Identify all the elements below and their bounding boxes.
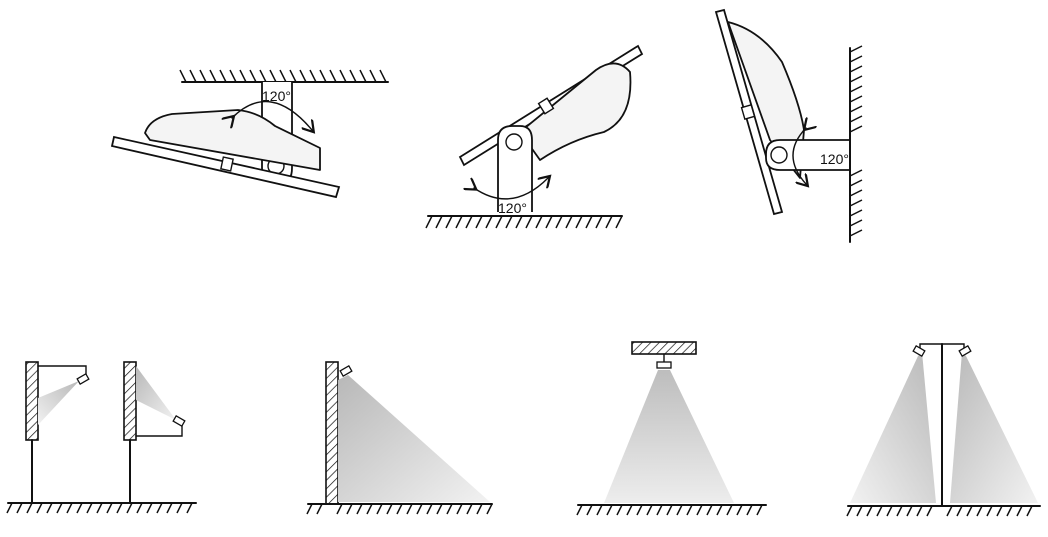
fixture-6-icon [958, 345, 972, 357]
ground-rotation-arrow-icon [474, 178, 548, 200]
ceiling-mount-diagram: 120° [110, 69, 389, 199]
beam-4 [604, 370, 734, 503]
fixture-5-icon [912, 345, 926, 357]
ground-hatching-4 [846, 505, 1033, 517]
beam-6 [950, 352, 1038, 503]
wall-block-2 [123, 361, 137, 441]
ground-hatching-3 [576, 504, 763, 516]
fixture-2-icon [172, 415, 186, 427]
ground-hatching-1 [6, 502, 193, 514]
ground-angle-label: 120° [498, 200, 527, 216]
wall-rotation-arrow-icon [792, 128, 806, 184]
fixture-4-icon [656, 361, 672, 369]
beam-3 [338, 375, 490, 502]
ground-fixture-housing [519, 62, 632, 161]
wall-pivot [770, 146, 788, 164]
wall-fixture-clip [740, 103, 756, 121]
pole-double-mount-scene [846, 343, 1041, 517]
ceiling-downlight-mount-scene [576, 341, 767, 516]
wall-arm-mount-scene [6, 361, 197, 514]
fixture-3-icon [339, 365, 353, 377]
ceiling-fixture-clip [220, 156, 234, 172]
ground-mount-diagram: 120° [425, 44, 644, 229]
ceiling-rotation-arrow-icon [232, 100, 312, 130]
ground-hatching [425, 215, 623, 229]
wall-hatching [849, 45, 863, 237]
ground-fixture-clip [537, 97, 555, 115]
arm-2 [135, 425, 183, 437]
beam-1 [38, 381, 79, 425]
ceiling-hatching [179, 69, 387, 83]
wall-flood-mount-scene [306, 361, 493, 515]
ceiling-block [631, 341, 697, 355]
ceiling-angle-label: 120° [262, 88, 291, 104]
beam-5 [850, 352, 936, 503]
ground-hatching-2 [306, 503, 493, 515]
wall-mount-diagram: 120° [714, 8, 863, 243]
wall-block-1 [25, 361, 39, 441]
fixture-1-icon [76, 373, 90, 385]
ground-pivot [505, 133, 523, 151]
wall-block-3 [325, 361, 339, 505]
beam-2 [136, 366, 176, 420]
wall-angle-label: 120° [820, 151, 849, 167]
crossbar [919, 343, 965, 351]
arm-1 [37, 365, 87, 379]
